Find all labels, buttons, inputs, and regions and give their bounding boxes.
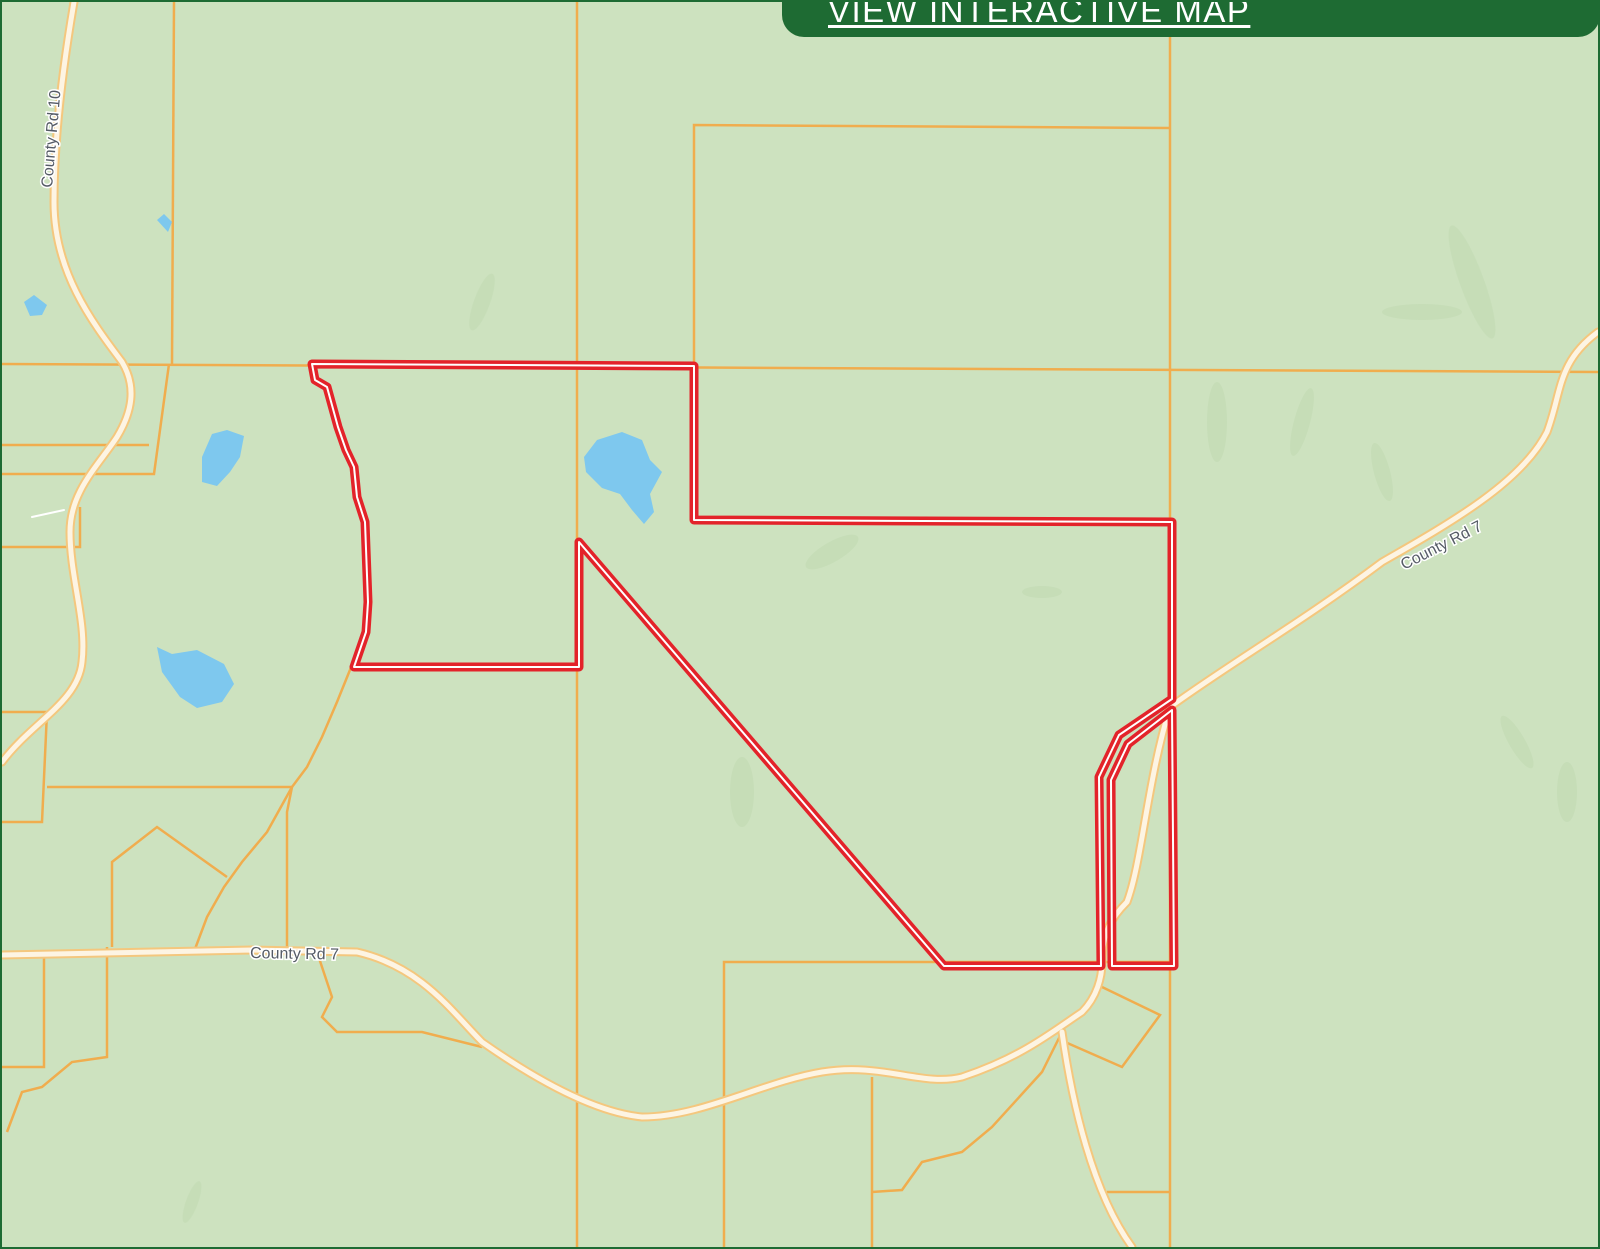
property-boundary[interactable] <box>307 359 1179 971</box>
water-bodies <box>24 214 662 708</box>
pond-5 <box>584 432 662 524</box>
road-label-county-rd-7-west: County Rd 7 <box>250 945 339 964</box>
view-interactive-map-link[interactable]: VIEW INTERACTIVE MAP <box>828 0 1251 29</box>
pond-1 <box>157 214 172 232</box>
pond-4 <box>157 647 234 708</box>
pond-3 <box>202 430 244 486</box>
terrain-texture <box>182 225 1577 1223</box>
pond-2 <box>24 295 47 316</box>
interactive-map-banner: VIEW INTERACTIVE MAP <box>782 0 1598 37</box>
